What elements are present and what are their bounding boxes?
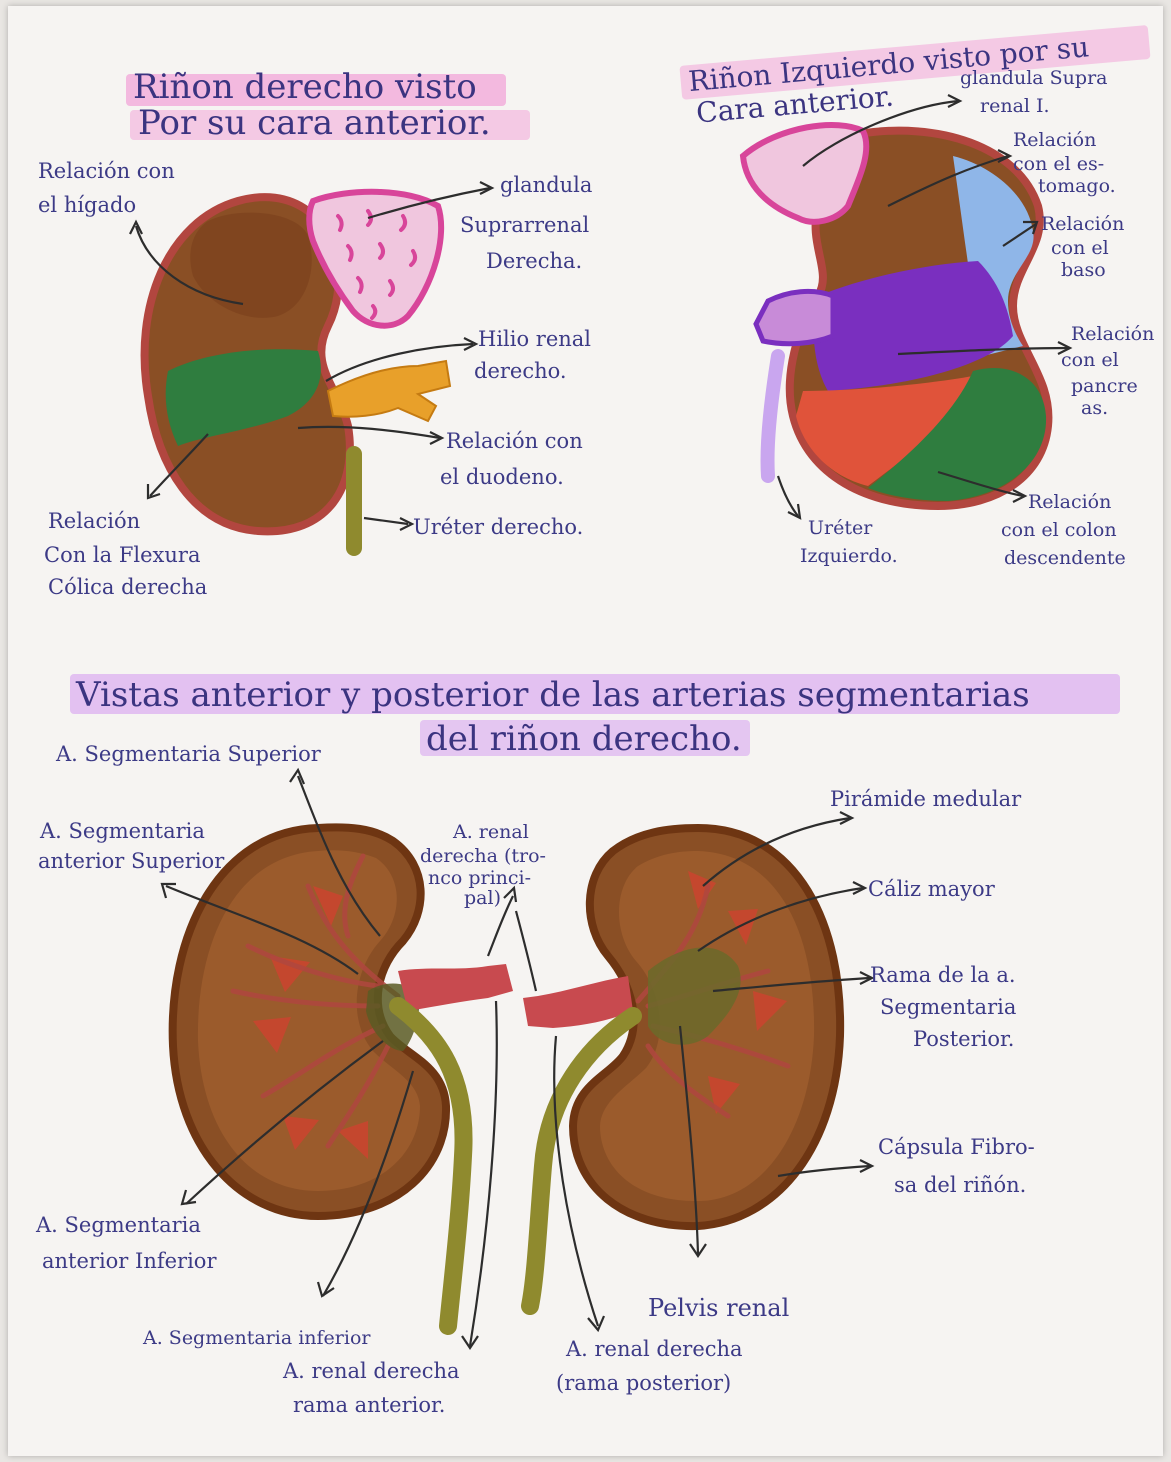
label-a-renal-ant: A. renal derecha rama anterior. [282,1359,466,1417]
label-p-renal-post: A. renal derecha (rama posterior) [556,1337,749,1395]
label-r-hilum: Hilio renal derecho. [474,327,598,383]
label-a-seg-ant-sup: A. Segmentaria anterior Superior [38,819,225,873]
label-r-duodenum: Relación con el duodeno. [440,429,589,489]
label-a-renal-trunk: A. renal derecha (tro- nco princi- pal) [420,821,552,909]
label-a-seg-sup: A. Segmentaria Superior [55,742,322,766]
label-r-colic: Relación Con la Flexura Cólica derecha [44,509,207,599]
right-ureter [346,446,362,556]
label-a-seg-ant-inf: A. Segmentaria anterior Inferior [35,1213,217,1273]
left-hilum-vessels [756,291,833,343]
kidney-posterior-view [523,828,840,1306]
label-l-colon: Relación con el colon descendente [1001,491,1126,569]
anatomy-drawing: Riñon derecho visto Por su cara anterior… [8,6,1163,1456]
label-p-calyx: Cáliz mayor [868,877,996,901]
label-l-suprarenal: glandula Supra renal I. [960,67,1114,117]
label-l-ureter: Uréter Izquierdo. [800,517,898,567]
label-l-spleen: Relación con el baso [1041,213,1130,281]
label-p-post-branch: Rama de la a. Segmentaria Posterior. [870,963,1023,1051]
label-p-pelvis: Pelvis renal [648,1294,789,1322]
left-suprarenal-gland [743,125,866,222]
label-a-seg-inf: A. Segmentaria inferior [142,1327,371,1349]
label-r-ureter: Uréter derecho. [413,515,583,539]
right-kidney-anterior [145,192,450,556]
label-l-pancreas: Relación con el pancre as. [1061,323,1160,419]
label-p-pyramid: Pirámide medular [830,787,1022,811]
label-p-capsule: Cápsula Fibro- sa del riñón. [878,1135,1041,1197]
left-kidney-anterior [743,125,1048,506]
kidney-anterior-view [173,827,513,1326]
label-r-liver: Relación con el hígado [38,159,181,217]
label-r-suprarenal: glandula Suprarrenal Derecha. [460,173,599,273]
left-ureter [767,356,778,476]
title-right-kidney: Riñon derecho visto Por su cara anterior… [133,67,491,143]
paper-sheet: Riñon derecho visto Por su cara anterior… [8,6,1163,1456]
